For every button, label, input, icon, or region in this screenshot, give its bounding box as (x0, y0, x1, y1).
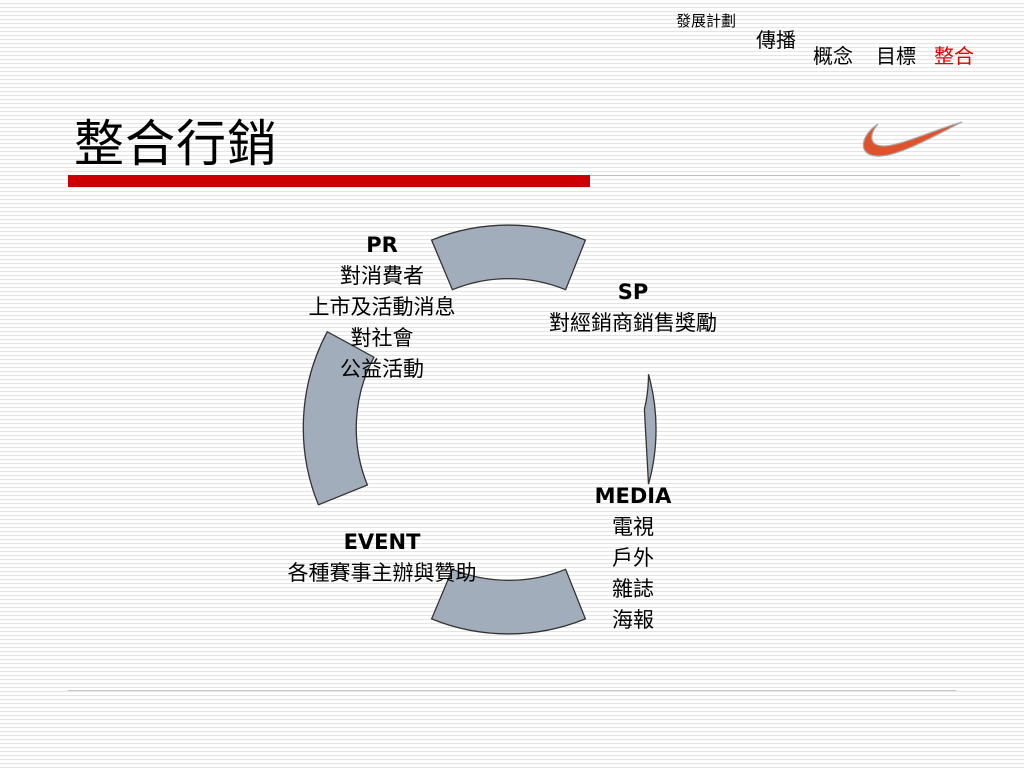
pr-line-1: 對消費者 (340, 264, 424, 288)
cycle-label-event: EVENT 各種賽事主辦與贊助 (262, 527, 502, 589)
nav-goal[interactable]: 目標 (876, 44, 916, 68)
nav-plan[interactable]: 發展計劃 (676, 12, 737, 30)
nav-spread[interactable]: 傳播 (756, 28, 796, 52)
arc-top (430, 224, 587, 291)
media-line-2: 戶外 (612, 546, 654, 570)
media-line-1: 電視 (612, 515, 654, 539)
pr-line-3: 對社會 (350, 326, 414, 350)
media-line-4: 海報 (612, 608, 654, 632)
cycle-label-media: MEDIA 電視 戶外 雜誌 海報 (570, 481, 696, 636)
sp-heading: SP (617, 280, 649, 304)
cycle-label-pr: PR 對消費者 上市及活動消息 對社會 公益活動 (282, 230, 482, 385)
sp-line-1: 對經銷商銷售獎勵 (549, 311, 717, 335)
nav-concept[interactable]: 概念 (813, 44, 853, 68)
title-underline-red (68, 175, 590, 187)
event-heading: EVENT (343, 530, 421, 554)
pr-line-4: 公益活動 (340, 357, 424, 381)
media-heading: MEDIA (594, 484, 672, 508)
footer-divider (68, 690, 956, 691)
arc-right (643, 374, 657, 485)
swoosh-logo-icon (862, 121, 963, 157)
arc-bottom (430, 568, 587, 635)
title-underline-gray (590, 175, 960, 176)
nav-integrate[interactable]: 整合 (934, 44, 974, 68)
cycle-label-sp: SP 對經銷商銷售獎勵 (520, 277, 746, 339)
pr-line-2: 上市及活動消息 (308, 295, 456, 319)
media-line-3: 雜誌 (612, 577, 654, 601)
page-title: 整合行銷 (74, 115, 278, 173)
event-line-1: 各種賽事主辦與贊助 (287, 561, 477, 585)
arc-left (302, 330, 375, 506)
pr-heading: PR (366, 233, 398, 257)
